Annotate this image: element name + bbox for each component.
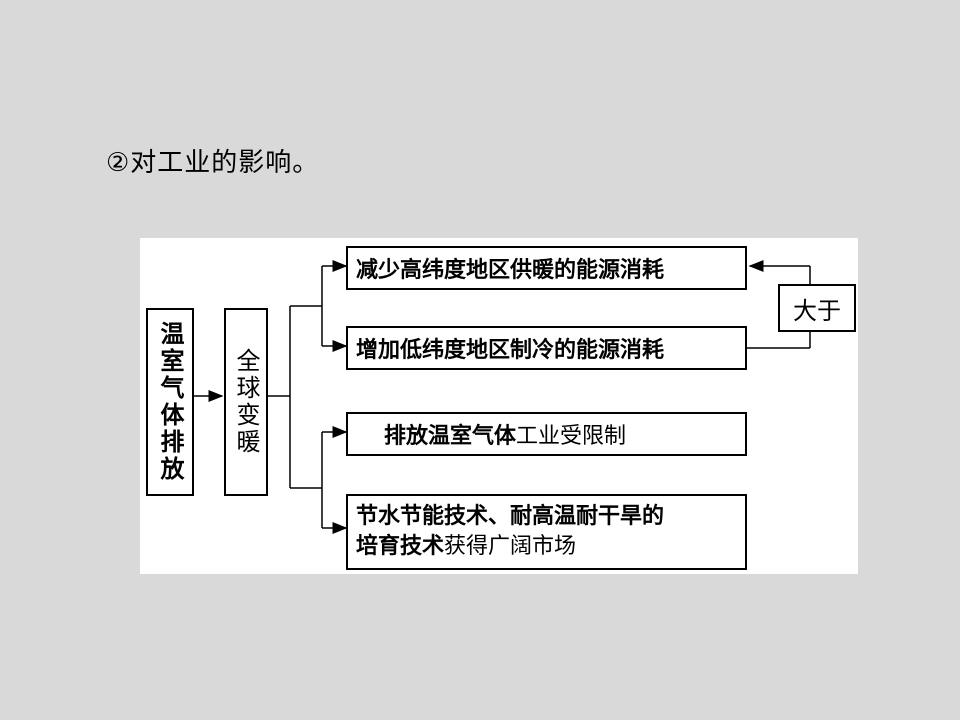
effect-4-line2-normal: 获得广阔市场 (444, 534, 577, 559)
effect-1-text: 减少高纬度地区供暖的能源消耗 (356, 258, 665, 283)
effect-box-1: 减少高纬度地区供暖的能源消耗 (346, 246, 747, 290)
effect-2-text: 增加低纬度地区制冷的能源消耗 (356, 338, 665, 363)
effect-4-line2: 培育技术获得广阔市场 (356, 532, 737, 562)
effect-4-line2-bold: 培育技术 (356, 534, 445, 559)
effect-4-line1: 节水节能技术、耐高温耐干旱的 (356, 504, 665, 529)
effect-box-3: 排放温室气体工业受限制 (346, 412, 747, 456)
effect-box-2: 增加低纬度地区制冷的能源消耗 (346, 326, 747, 370)
source-node: 温室气体排放 (146, 308, 194, 496)
diagram-panel: 温室气体排放 全球变暖 减少高纬度地区供暖的能源消耗 增加低纬度地区制冷的能源消… (140, 238, 858, 574)
effect-3-normal-text: 工业受限制 (516, 424, 627, 449)
cause-node: 全球变暖 (224, 308, 268, 496)
connector-lines (194, 260, 811, 534)
effect-3-bold-text: 排放温室气体 (384, 424, 517, 449)
compare-node: 大于 (778, 284, 856, 332)
slide-heading: ②对工业的影响。 (106, 148, 320, 178)
effect-box-4: 节水节能技术、耐高温耐干旱的 培育技术获得广阔市场 (346, 494, 747, 570)
